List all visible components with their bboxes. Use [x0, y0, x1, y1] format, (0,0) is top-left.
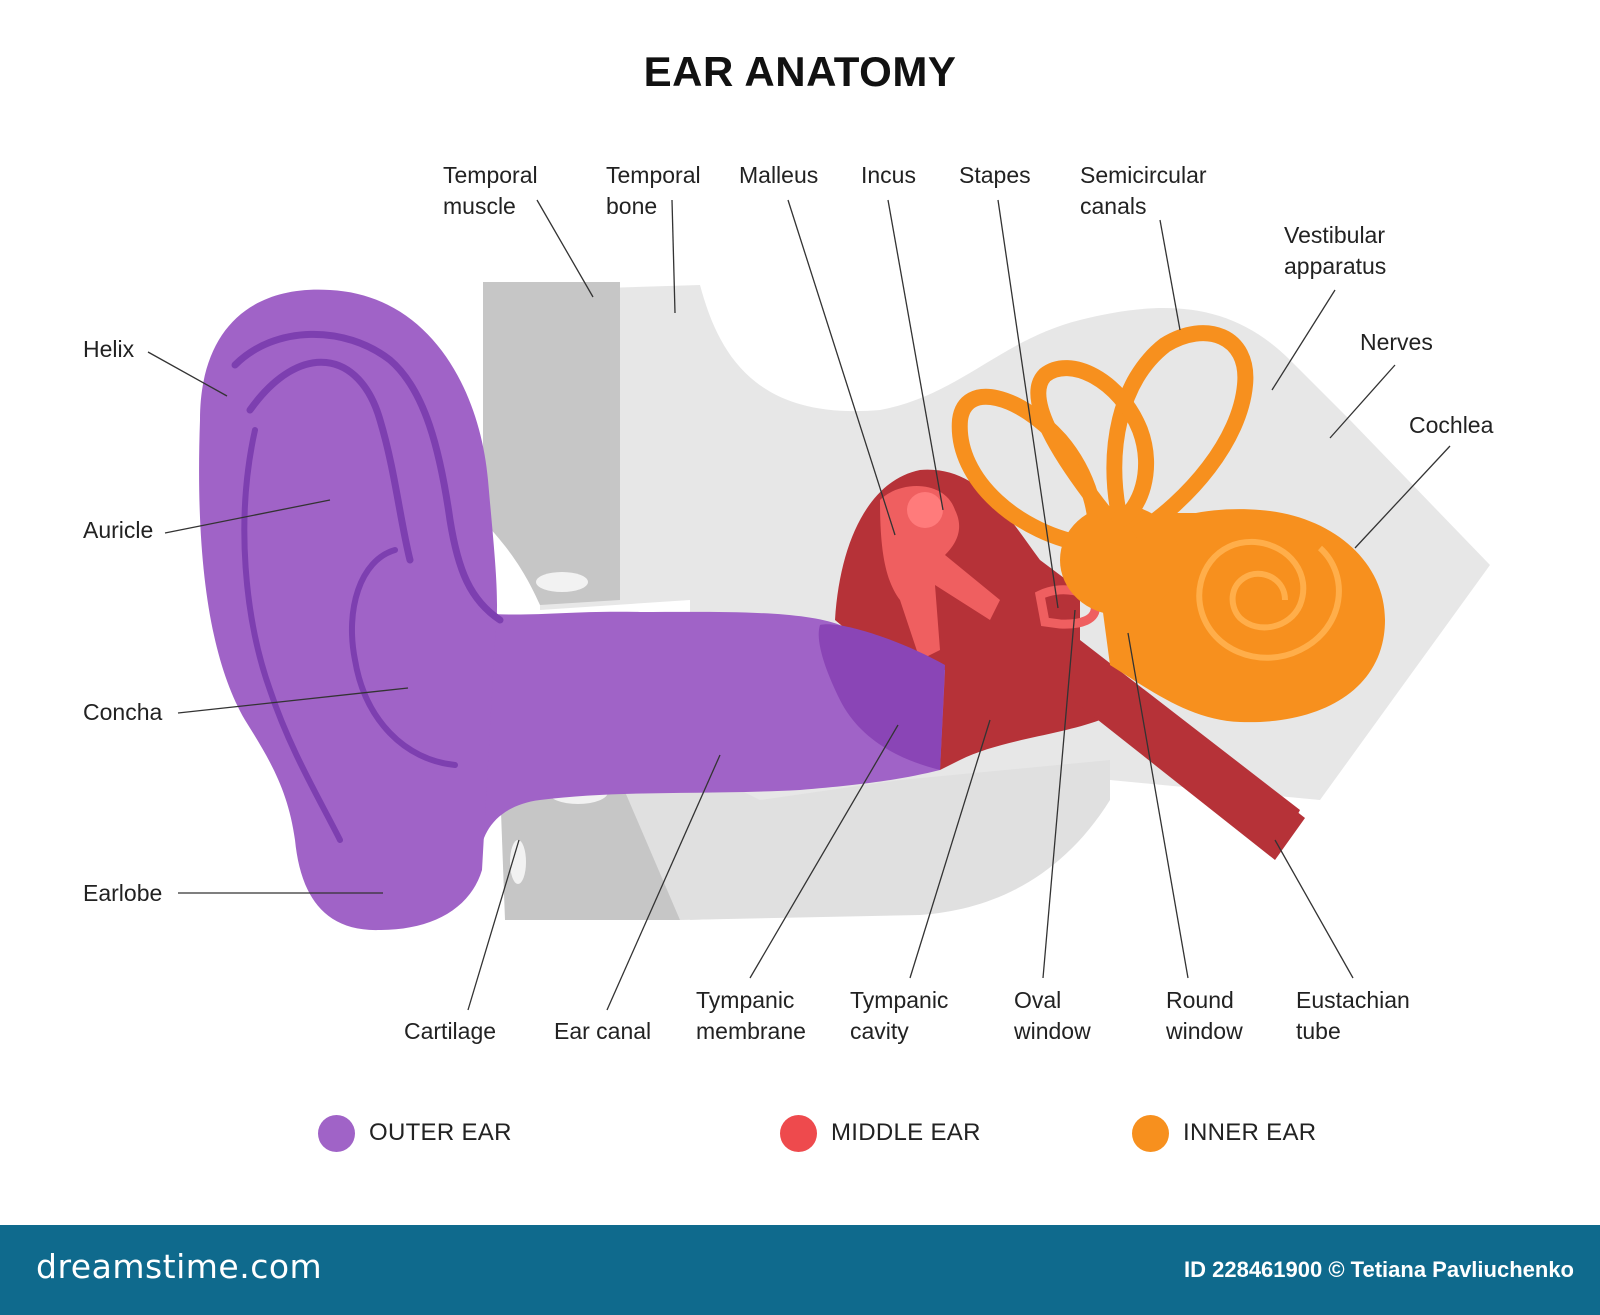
label-line: Temporal	[606, 162, 701, 188]
footer-credit: ID 228461900 © Tetiana Pavliuchenko	[1184, 1257, 1574, 1282]
antihelix-fold	[246, 358, 414, 564]
legend-inner-ear: INNER EAR	[1132, 1113, 1316, 1153]
label-line: Vestibular	[1284, 222, 1386, 248]
label-line: muscle	[443, 193, 516, 219]
leader-ear-canal	[606, 754, 721, 1011]
legend-outer-ear: OUTER EAR	[318, 1113, 512, 1153]
label-line: Tympanic	[696, 987, 795, 1013]
malleus-head	[907, 492, 943, 528]
label-line: Semicircular	[1080, 162, 1207, 188]
leader-concha	[177, 687, 409, 714]
legend-label: MIDDLE EAR	[831, 1119, 981, 1146]
label-vestibular-apparatus: Vestibular apparatus	[1284, 220, 1386, 282]
cochlea-spiral	[1196, 538, 1342, 661]
label-tympanic-membrane: Tympanic membrane	[696, 985, 806, 1047]
label-line: window	[1014, 1018, 1091, 1044]
label-nerves: Nerves	[1360, 329, 1433, 355]
label-line: Round	[1166, 987, 1234, 1013]
label-eustachian-tube: Eustachian tube	[1296, 985, 1410, 1047]
label-line: Tympanic	[850, 987, 949, 1013]
label-helix: Helix	[83, 336, 135, 362]
label-incus: Incus	[861, 162, 916, 188]
malleus-incus	[880, 486, 1000, 660]
label-line: Oval	[1014, 987, 1062, 1013]
label-semicircular-canals: Semicircular canals	[1080, 160, 1207, 222]
label-temporal-muscle: Temporal muscle	[443, 160, 538, 222]
label-line: apparatus	[1284, 253, 1387, 279]
semicircular-canal-lateral	[1030, 360, 1155, 528]
tympanic-membrane-shape	[818, 624, 945, 770]
label-line: Eustachian	[1296, 987, 1410, 1013]
skull-lower-tissue	[620, 760, 1110, 920]
auricle	[199, 289, 498, 931]
label-line: window	[1166, 1018, 1243, 1044]
label-line: cavity	[850, 1018, 909, 1044]
vestibular-nerve	[1145, 513, 1205, 546]
label-earlobe: Earlobe	[83, 880, 163, 906]
legend-swatch-middle-ear	[780, 1114, 817, 1152]
leader-round-window	[1127, 632, 1189, 979]
leader-semicircular-canals	[1159, 219, 1181, 331]
label-concha: Concha	[83, 699, 163, 725]
label-ear-canal: Ear canal	[554, 1018, 652, 1044]
label-line: bone	[606, 193, 658, 219]
leader-malleus	[787, 199, 896, 536]
ear-anatomy-illustration	[147, 199, 1490, 1011]
leader-eustachian-tube	[1274, 839, 1354, 979]
temporal-bone	[483, 282, 620, 605]
leader-auricle	[164, 499, 331, 534]
legend-label: INNER EAR	[1183, 1119, 1317, 1146]
leader-lines	[147, 199, 1451, 1011]
label-auricle: Auricle	[83, 517, 154, 543]
concha-curve	[349, 547, 458, 768]
leader-oval-window	[1042, 609, 1076, 979]
leader-temporal-muscle	[536, 199, 594, 298]
label-malleus: Malleus	[739, 162, 819, 188]
footer-bar: dreamstime.com ID 228461900 © Tetiana Pa…	[0, 1225, 1600, 1315]
label-line: canals	[1080, 193, 1147, 219]
label-stapes: Stapes	[959, 162, 1031, 188]
label-cartilage: Cartilage	[404, 1018, 497, 1044]
ear-inner-curve	[241, 427, 343, 843]
footer-brand[interactable]: dreamstime.com	[36, 1247, 323, 1286]
label-temporal-bone: Temporal bone	[606, 160, 701, 222]
eustachian-tube	[1060, 650, 1305, 860]
cartilage-highlight-upper	[536, 572, 588, 592]
label-tympanic-cavity: Tympanic cavity	[850, 985, 948, 1047]
label-line: tube	[1296, 1018, 1341, 1044]
helix-fold	[231, 330, 504, 624]
legend-middle-ear: MIDDLE EAR	[780, 1113, 981, 1153]
leader-tympanic-cavity	[909, 719, 991, 979]
label-line: membrane	[696, 1018, 806, 1044]
leader-tympanic-membrane	[749, 724, 899, 979]
leader-incus	[887, 199, 944, 511]
label-round-window: Round window	[1166, 985, 1243, 1047]
diagram-title: EAR ANATOMY	[643, 48, 957, 95]
leader-stapes	[997, 199, 1059, 609]
leader-temporal-bone	[671, 199, 676, 314]
legend-label: OUTER EAR	[369, 1119, 512, 1146]
legend-swatch-outer-ear	[318, 1114, 355, 1152]
label-line: Temporal	[443, 162, 538, 188]
leader-nerves	[1329, 364, 1396, 439]
semicircular-canal-posterior	[1106, 325, 1254, 542]
cartilage-highlight-side	[510, 840, 526, 884]
leader-cartilage	[467, 839, 520, 1011]
leader-helix	[147, 351, 228, 397]
label-cochlea: Cochlea	[1409, 412, 1494, 438]
leader-vestibular-apparatus	[1271, 289, 1336, 391]
leader-cochlea	[1354, 445, 1451, 549]
label-oval-window: Oval window	[1014, 985, 1091, 1047]
legend-swatch-inner-ear	[1132, 1114, 1169, 1152]
